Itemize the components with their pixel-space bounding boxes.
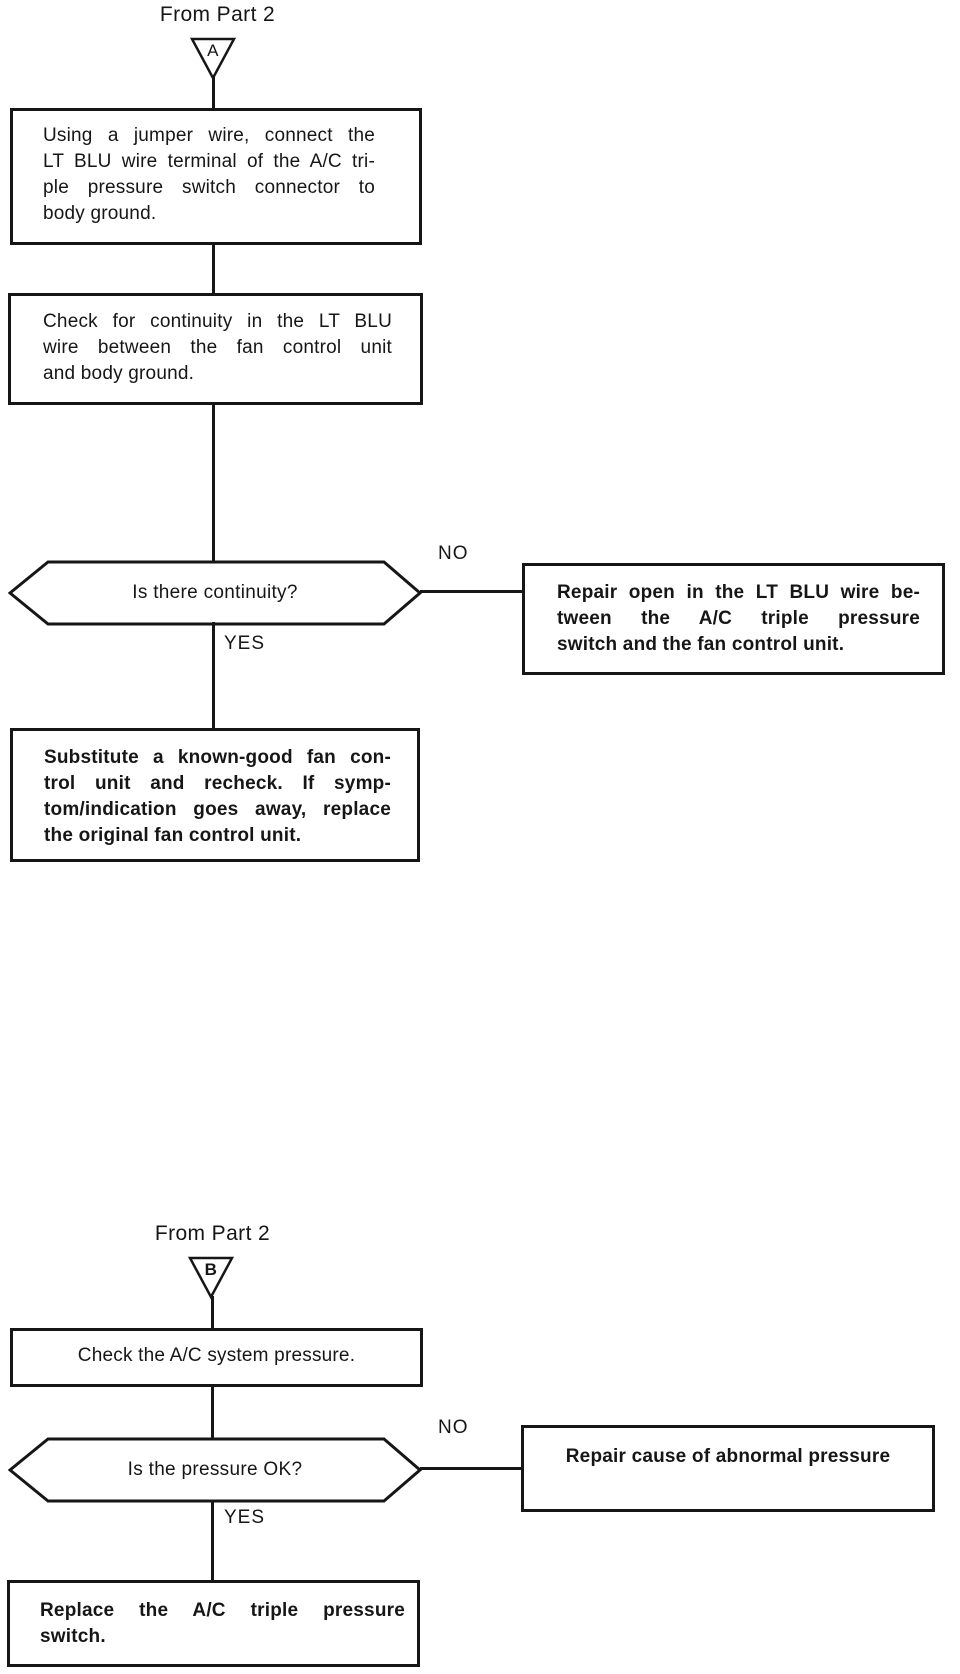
text-line: Using a jumper wire, connect the	[43, 125, 375, 146]
text-line: tom/indication goes away, replace	[44, 799, 391, 820]
branch-label-no-a: NO	[438, 543, 469, 564]
text-line: the original fan control unit.	[44, 825, 302, 846]
process-box-check-pressure: Check the A/C system pressure.	[10, 1328, 423, 1387]
action-box-repair-pressure-text: Repair cause of abnormal pressure	[565, 1446, 891, 1467]
from-part-2-label-a: From Part 2	[159, 3, 276, 26]
connector-line	[212, 403, 215, 563]
text-line: trol unit and recheck. If symp-	[44, 773, 391, 794]
text-line: Substitute a known-good fan con-	[44, 747, 391, 768]
text-line: LT BLU wire terminal of the A/C tri-	[43, 151, 375, 172]
decision-label-continuity: Is there continuity?	[132, 582, 298, 603]
text-line: tween the A/C triple pressure	[557, 608, 920, 629]
connector-triangle-a-icon	[189, 37, 237, 86]
process-box-jumper-wire: Using a jumper wire, connect the LT BLU w…	[10, 108, 422, 245]
connector-line	[212, 622, 215, 730]
action-box-replace-switch: Replace the A/C triple pressure switch.	[7, 1580, 420, 1667]
text-line: body ground.	[43, 203, 157, 224]
text-line: switch.	[40, 1626, 106, 1647]
text-line: Replace the A/C triple pressure	[40, 1600, 405, 1621]
branch-label-yes-a: YES	[224, 633, 266, 654]
action-box-substitute-unit: Substitute a known-good fan con-trol uni…	[10, 728, 420, 862]
connector-letter-a: A	[207, 41, 219, 60]
text-line: ple pressure switch connector to	[43, 177, 375, 198]
connector-line	[211, 1385, 214, 1440]
text-line: switch and the fan control unit.	[557, 634, 845, 655]
action-box-repair-pressure: Repair cause of abnormal pressure	[521, 1425, 935, 1512]
text-line: wire between the fan control unit	[43, 337, 392, 358]
action-box-repair-open: Repair open in the LT BLU wire be-tween …	[522, 563, 945, 675]
process-box-check-pressure-text: Check the A/C system pressure.	[77, 1345, 356, 1366]
decision-hexagon-continuity	[8, 560, 422, 626]
connector-line	[211, 1296, 214, 1330]
decision-hexagon-pressure	[8, 1437, 422, 1503]
connector-line	[420, 1467, 523, 1470]
connector-line	[211, 1500, 214, 1582]
text-line: and body ground.	[43, 363, 195, 384]
connector-letter-b: B	[204, 1260, 218, 1279]
connector-triangle-b-icon	[187, 1256, 235, 1305]
connector-line	[420, 590, 524, 593]
text-line: Repair open in the LT BLU wire be-	[557, 582, 920, 603]
connector-line	[212, 76, 215, 110]
connector-line	[212, 243, 215, 295]
text-line: Check for continuity in the LT BLU	[43, 311, 392, 332]
decision-label-pressure: Is the pressure OK?	[127, 1459, 303, 1480]
from-part-2-label-b: From Part 2	[154, 1222, 271, 1245]
branch-label-no-b: NO	[438, 1417, 469, 1438]
branch-label-yes-b: YES	[224, 1507, 266, 1528]
process-box-check-continuity: Check for continuity in the LT BLU wire b…	[8, 293, 423, 405]
